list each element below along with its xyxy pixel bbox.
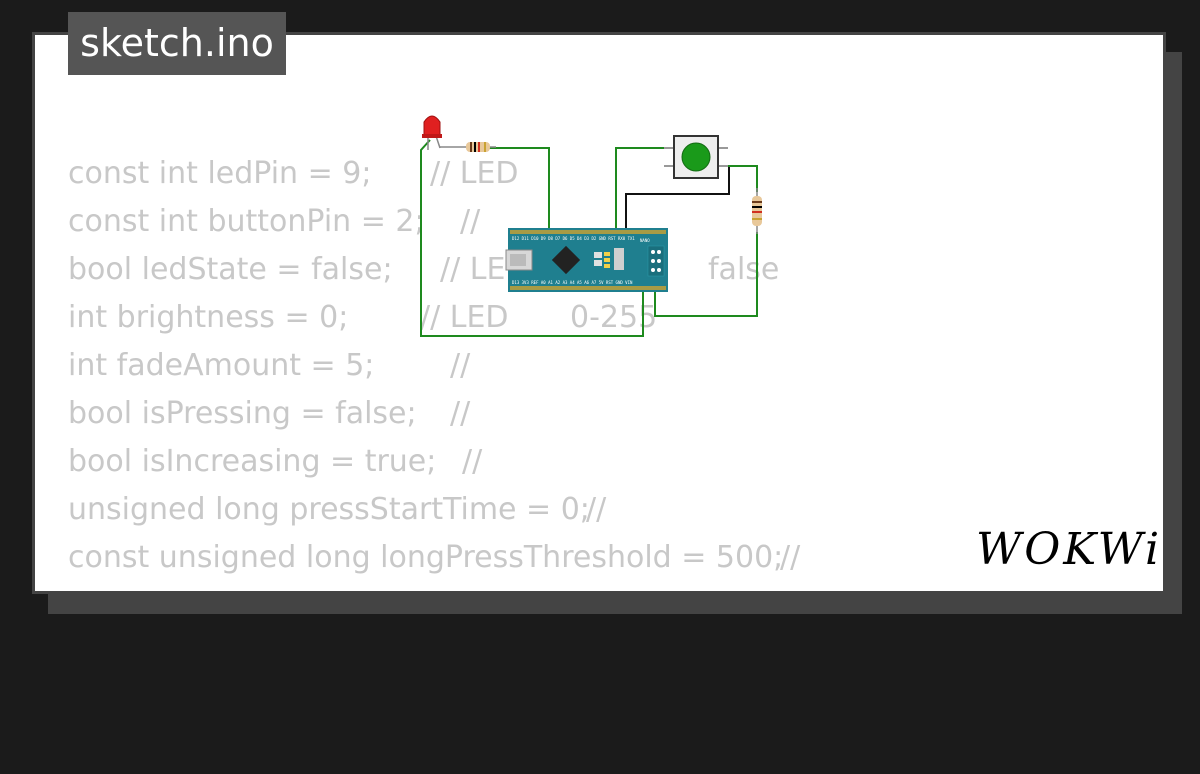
chip-icon [551, 245, 581, 275]
code-comment: // [450, 396, 471, 431]
code-preview: const int ledPin = 9; // LED const int b… [68, 150, 800, 582]
code-comment: // [780, 540, 801, 575]
code-text: int fadeAmount = 5; [68, 348, 375, 383]
code-line: unsigned long pressStartTime = 0; // [68, 486, 606, 534]
wire-button-to-resistor [728, 165, 758, 192]
code-text: const int ledPin = 9; [68, 156, 372, 191]
code-text: const int buttonPin = 2; [68, 204, 425, 239]
code-line: const unsigned long longPressThreshold =… [68, 534, 800, 582]
code-comment: // [450, 348, 471, 383]
pushbutton-component[interactable] [664, 135, 728, 179]
preview-card [32, 32, 1166, 594]
icsp-header-icon [647, 245, 665, 277]
board-name-label: NANO [640, 238, 650, 243]
code-line: const int ledPin = 9; // LED [68, 150, 519, 198]
wokwi-logo: WOKWi [976, 524, 1163, 575]
code-text: int brightness = 0; [68, 300, 349, 335]
wire-led-to-gnd [420, 139, 644, 337]
code-line: int fadeAmount = 5; // [68, 342, 470, 390]
circuit-diagram: D12 D11 D10 D9 D8 D7 D6 D5 D4 D3 D2 GND … [420, 115, 762, 337]
wire-button-to-d2 [625, 166, 730, 232]
wire-5v-to-button [615, 147, 672, 232]
code-comment: // [460, 204, 481, 239]
wire-resistor-to-gnd [654, 232, 758, 317]
code-line: bool isIncreasing = true; // [68, 438, 482, 486]
code-text: bool isIncreasing = true; [68, 444, 437, 479]
code-comment: // LE [440, 252, 506, 287]
led-component[interactable] [422, 115, 442, 150]
code-comment: // [462, 444, 483, 479]
code-comment: // LED [430, 156, 519, 191]
arduino-nano-board[interactable]: D12 D11 D10 D9 D8 D7 D6 D5 D4 D3 D2 GND … [505, 228, 668, 292]
code-extra: false [708, 252, 780, 287]
top-pin-labels: D12 D11 D10 D9 D8 D7 D6 D5 D4 D3 D2 GND … [512, 236, 635, 241]
code-comment: // [586, 492, 607, 527]
code-line: bool isPressing = false; // [68, 390, 470, 438]
file-tab[interactable]: sketch.ino [68, 12, 286, 75]
bottom-pin-labels: D13 3V3 REF A0 A1 A2 A3 A4 A5 A6 A7 5V R… [512, 280, 633, 285]
code-line: const int buttonPin = 2; // [68, 198, 480, 246]
code-line: bool ledState = false; // LE false [68, 246, 779, 294]
wire-led-to-d9 [488, 147, 550, 232]
code-comment: // LED [420, 300, 509, 335]
code-text: bool isPressing = false; [68, 396, 417, 431]
code-text: bool ledState = false; [68, 252, 393, 287]
resistor-led[interactable] [440, 142, 496, 152]
code-text: unsigned long pressStartTime = 0; [68, 492, 590, 527]
code-text: const unsigned long longPressThreshold =… [68, 540, 784, 575]
resistor-pulldown[interactable] [752, 188, 762, 234]
